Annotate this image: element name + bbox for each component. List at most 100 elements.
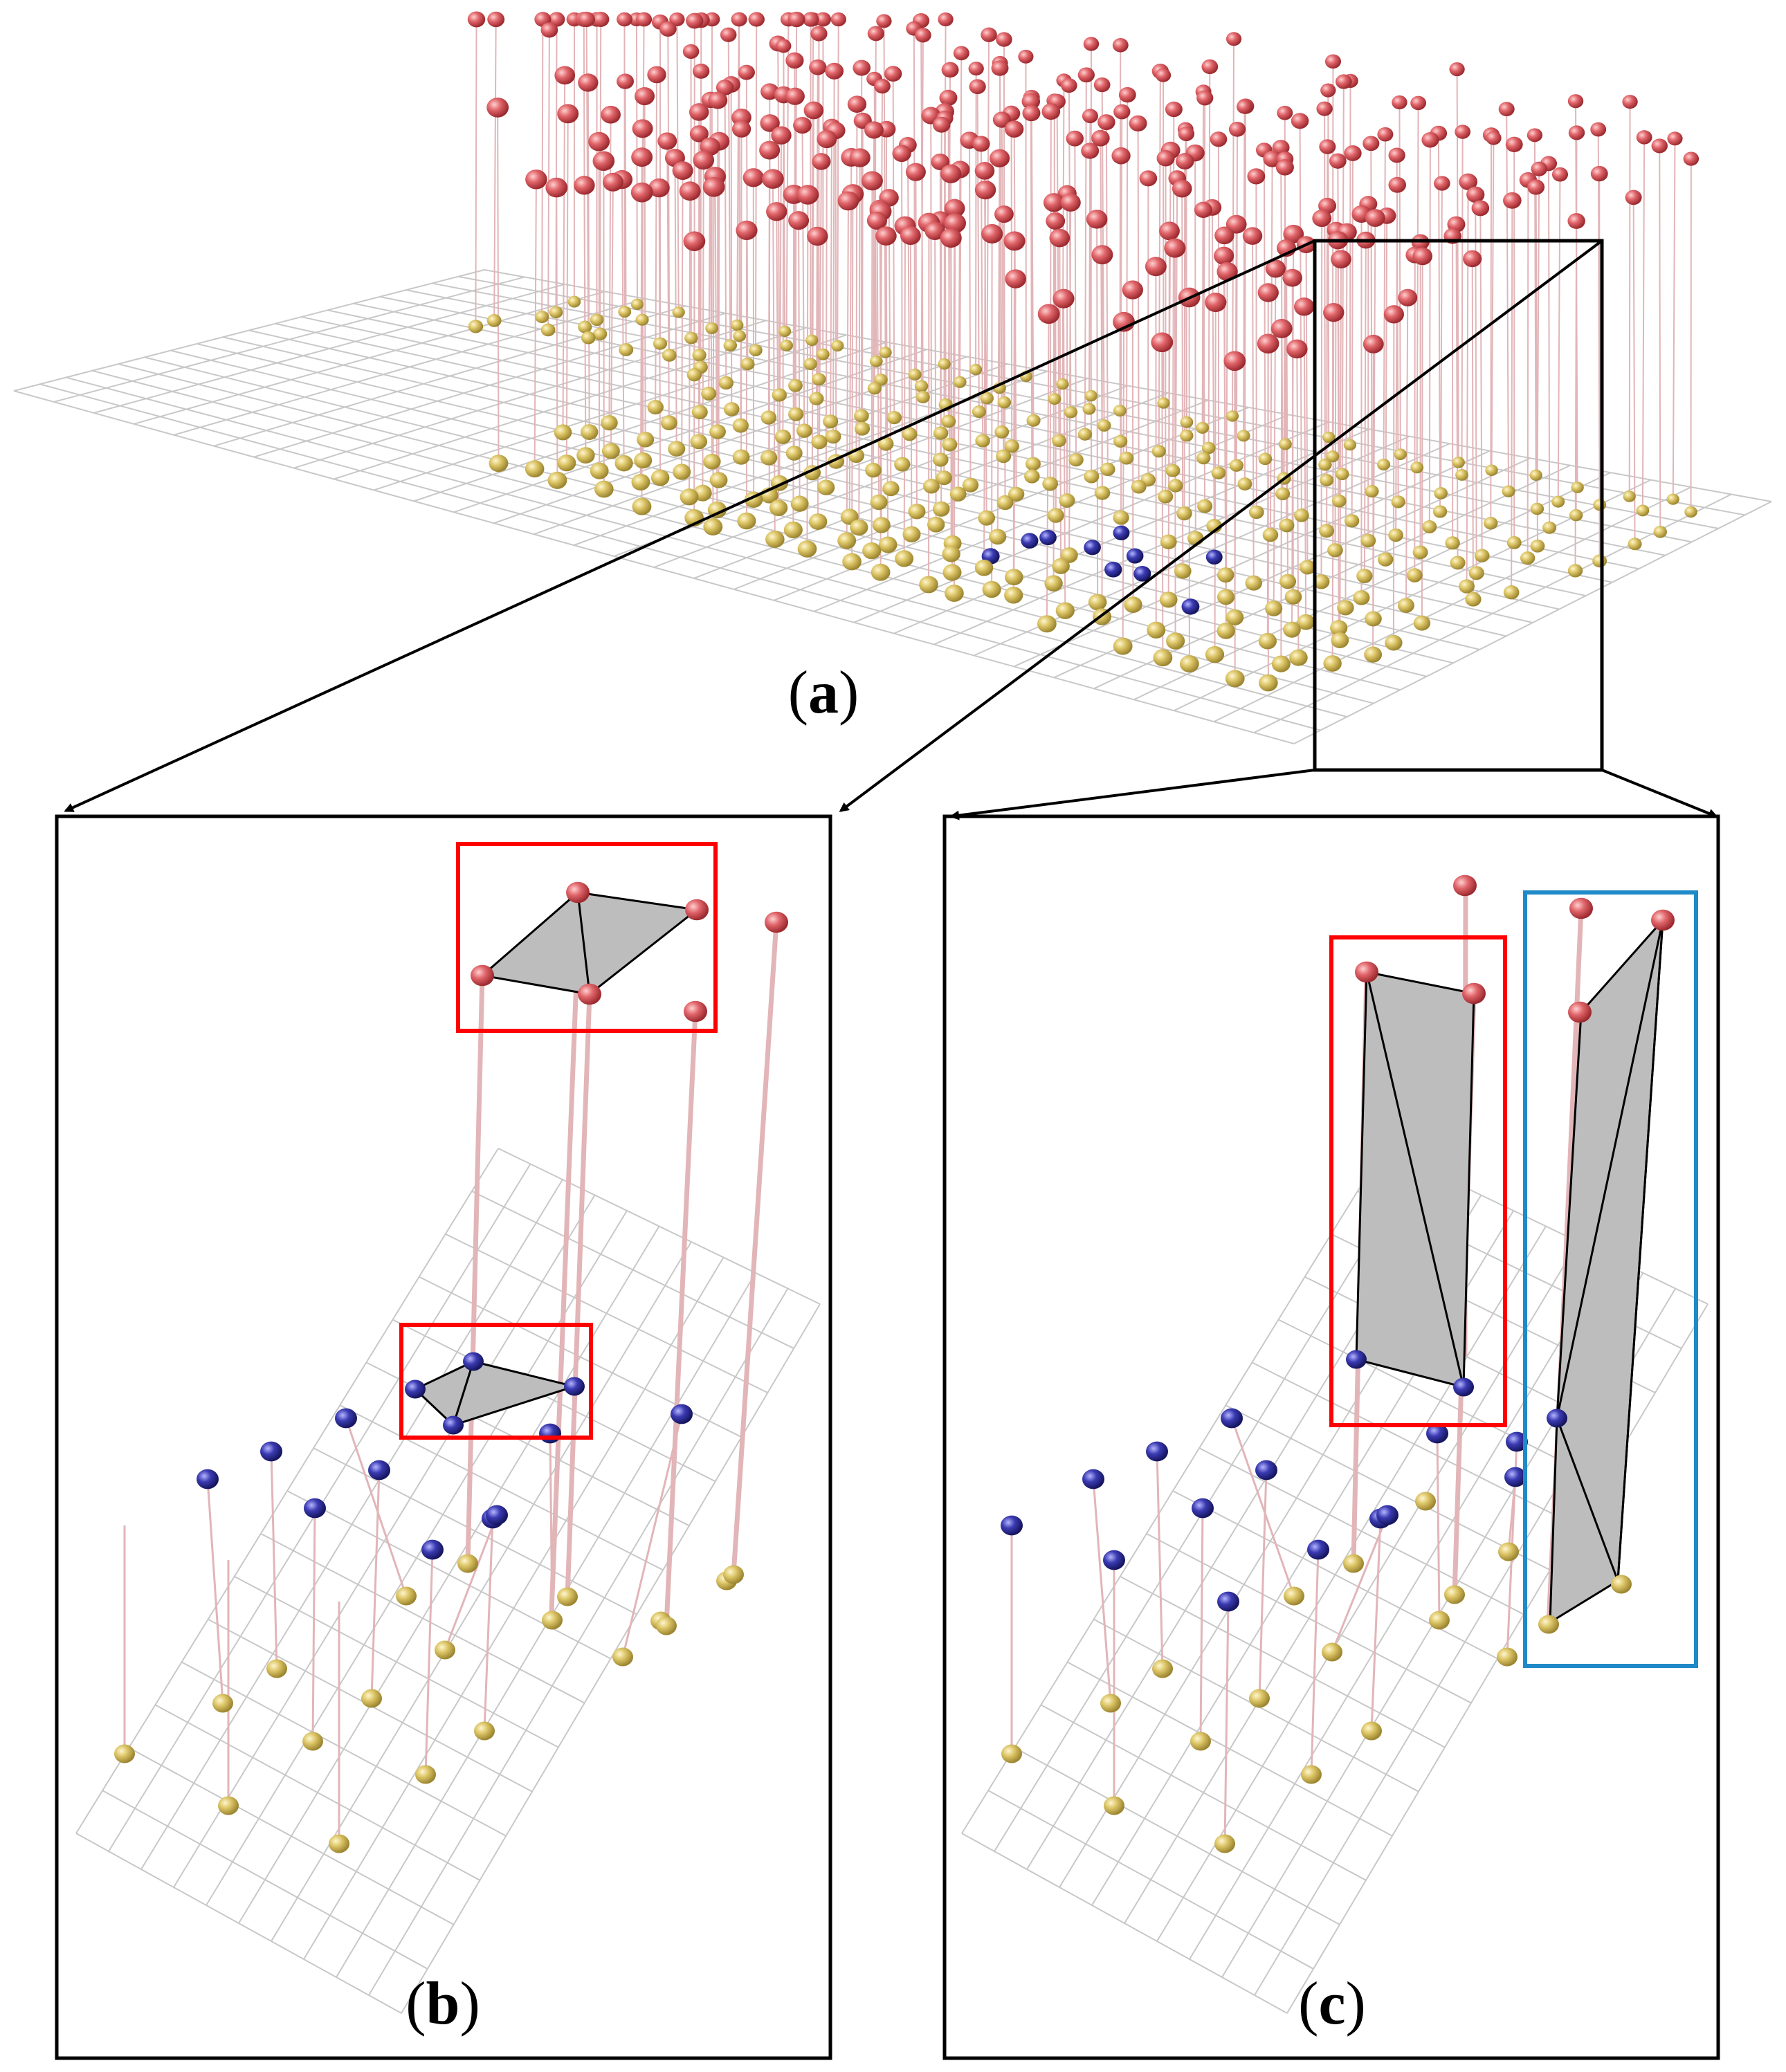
ground-point: [1484, 517, 1498, 530]
top-surface-point: [1316, 101, 1333, 116]
ground-point: [1318, 458, 1332, 471]
ground-point: [653, 337, 668, 350]
highlight-point: [1547, 1409, 1567, 1428]
top-surface-point: [578, 983, 601, 1005]
stem-line: [1479, 208, 1483, 556]
top-surface-point: [689, 125, 709, 143]
top-surface-point: [630, 182, 653, 203]
highlight-point: [539, 1423, 561, 1444]
ground-point: [1611, 1575, 1632, 1594]
ground-point: [1551, 495, 1565, 508]
ground-point: [435, 1640, 455, 1660]
grid-line: [13, 390, 1295, 744]
grid-line: [286, 1490, 611, 1660]
ground-point: [878, 536, 897, 553]
top-surface-point: [1214, 246, 1234, 265]
ground-point: [980, 392, 994, 405]
ground-point: [740, 357, 755, 371]
ground-point: [1391, 495, 1405, 508]
top-surface-point: [1651, 909, 1675, 931]
highlight-point: [421, 1539, 444, 1560]
highlight-point: [1084, 540, 1101, 556]
ground-point: [1262, 527, 1279, 542]
highlight-point: [304, 1498, 326, 1519]
ground-point: [581, 424, 599, 440]
stem-line: [270, 1451, 278, 1669]
top-surface-point: [1319, 139, 1336, 154]
stem-line: [483, 1518, 494, 1732]
ground-point: [886, 411, 902, 425]
top-surface-point: [467, 11, 486, 28]
top-surface-point: [1156, 150, 1175, 167]
top-surface-point: [817, 129, 837, 149]
top-surface-point: [1622, 95, 1638, 109]
stem-line: [1092, 1478, 1112, 1704]
top-surface-point: [1111, 147, 1131, 165]
grid-line: [1172, 1490, 1498, 1660]
ground-point: [594, 480, 614, 498]
top-surface-point: [915, 28, 931, 43]
grid-line: [1251, 1362, 1577, 1527]
surfaces-c: [1355, 917, 1664, 1624]
ground-point: [1331, 494, 1347, 508]
ground-point: [811, 434, 828, 450]
ground-point: [1450, 556, 1466, 570]
stem-line: [1324, 109, 1326, 465]
ground-point: [1131, 479, 1147, 494]
stem-line: [1351, 153, 1354, 521]
top-surface-point: [1277, 105, 1293, 120]
top-surface-point: [1625, 190, 1642, 205]
top-surface-point: [702, 176, 725, 197]
top-surface-point: [631, 147, 653, 167]
grid-line: [471, 1190, 794, 1349]
ground-point: [1415, 1492, 1436, 1511]
stem-line: [1370, 1518, 1382, 1732]
ground-point: [1025, 457, 1041, 471]
ground-point: [1225, 410, 1239, 422]
ground-point: [936, 470, 952, 486]
top-surface-point: [1043, 193, 1065, 212]
top-surface-point: [1651, 138, 1668, 154]
top-surface-point: [776, 39, 792, 53]
top-surface-point: [1004, 120, 1024, 138]
top-surface-point: [1242, 227, 1263, 245]
ground-point: [994, 425, 1010, 439]
top-surface-point: [1257, 283, 1279, 302]
top-surface-point: [796, 185, 819, 205]
ground-point: [953, 376, 967, 388]
top-surface-point: [1283, 224, 1304, 244]
top-surface-point: [803, 101, 824, 120]
ground-point: [540, 323, 556, 337]
stem-line: [1437, 133, 1441, 512]
ground-point: [969, 363, 983, 376]
ground-point: [1474, 549, 1490, 562]
ground-point: [823, 414, 839, 429]
stem-line: [871, 181, 873, 551]
ground-point: [1225, 609, 1244, 626]
stem-line: [1030, 101, 1033, 477]
top-surface-point: [1388, 176, 1407, 193]
top-surface-point: [812, 153, 831, 170]
top-surface-point: [1129, 115, 1147, 132]
top-surface-point: [1503, 192, 1522, 209]
ground-point: [1258, 452, 1273, 466]
ground-point: [854, 409, 869, 423]
top-surface-point: [574, 176, 595, 195]
ground-point: [1465, 592, 1482, 607]
highlight-point: [1504, 1467, 1527, 1487]
stem-line: [1672, 138, 1676, 499]
ground-point: [1542, 521, 1557, 534]
stem-line: [664, 1011, 698, 1626]
ground-point: [1166, 632, 1185, 650]
grid-line: [498, 1148, 821, 1305]
top-surface-point: [1018, 49, 1034, 64]
top-surface-point: [762, 169, 784, 189]
ground-point: [1343, 439, 1357, 451]
highlight-point: [1001, 1515, 1023, 1536]
top-surface-point: [1471, 200, 1490, 217]
top-surface-point: [787, 11, 805, 28]
stem-line: [776, 211, 780, 508]
grid-line: [1120, 1575, 1446, 1748]
ground-point: [578, 320, 592, 333]
top-surface-point: [1531, 161, 1547, 176]
